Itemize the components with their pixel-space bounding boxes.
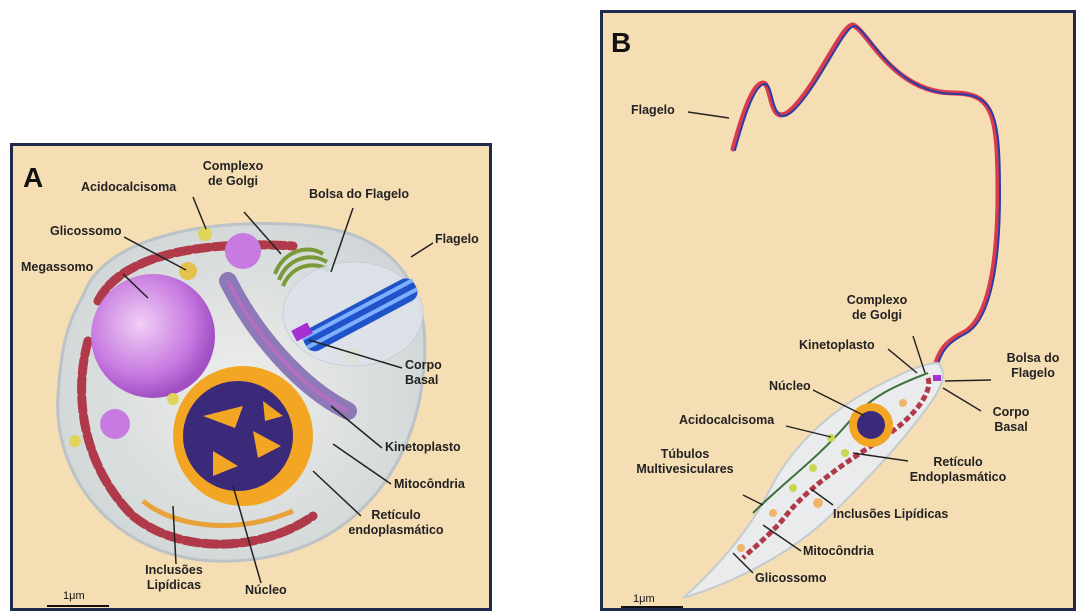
glycosome	[179, 262, 197, 280]
scale-label: 1μm	[633, 593, 655, 605]
label-nucleus: Núcleo	[245, 583, 287, 598]
label-glycosome: Glicossomo	[755, 571, 827, 586]
panel-a-letter: A	[23, 162, 43, 194]
label-er: RetículoEndoplasmático	[903, 455, 1013, 485]
label-megasome: Megassomo	[21, 260, 93, 275]
label-flagellum: Flagelo	[435, 232, 479, 247]
label-nucleus: Núcleo	[769, 379, 811, 394]
megasome-small-2	[100, 409, 130, 439]
label-mitochondrion: Mitocôndria	[803, 544, 874, 559]
label-er: Retículoendoplasmático	[341, 508, 451, 538]
label-flagellar-pocket: Bolsa doFlagelo	[995, 351, 1071, 381]
label-lipid-inclusions: Inclusões Lipídicas	[833, 507, 948, 522]
label-kinetoplast: Kinetoplasto	[799, 338, 875, 353]
scale-label: 1μm	[63, 590, 85, 602]
label-glycosome: Glicossomo	[50, 224, 122, 239]
acidocalcisome	[198, 227, 212, 241]
label-golgi: Complexode Golgi	[835, 293, 919, 323]
label-flagellar-pocket: Bolsa do Flagelo	[309, 187, 409, 202]
label-mitochondrion: Mitocôndria	[394, 477, 465, 492]
label-acidocalcisoma: Acidocalcisoma	[81, 180, 176, 195]
label-multivesicular-tubules: TúbulosMultivesiculares	[629, 447, 741, 477]
label-basal-body: CorpoBasal	[405, 358, 442, 388]
label-golgi: Complexode Golgi	[195, 159, 271, 189]
basal-body	[933, 375, 941, 381]
label-acidocalcisoma: Acidocalcisoma	[679, 413, 774, 428]
panel-b-letter: B	[611, 27, 631, 59]
label-kinetoplast: Kinetoplasto	[385, 440, 461, 455]
label-lipid-inclusions: InclusõesLipídicas	[139, 563, 209, 593]
megasome-small	[225, 233, 261, 269]
panel-a: A Acidocalcisoma Complexode Golgi Bolsa …	[10, 143, 492, 611]
label-flagellum: Flagelo	[631, 103, 675, 118]
panel-b: B Flagelo Complexode Golgi Kinetoplasto …	[600, 10, 1076, 611]
megasome	[91, 274, 215, 398]
label-basal-body: CorpoBasal	[981, 405, 1041, 435]
